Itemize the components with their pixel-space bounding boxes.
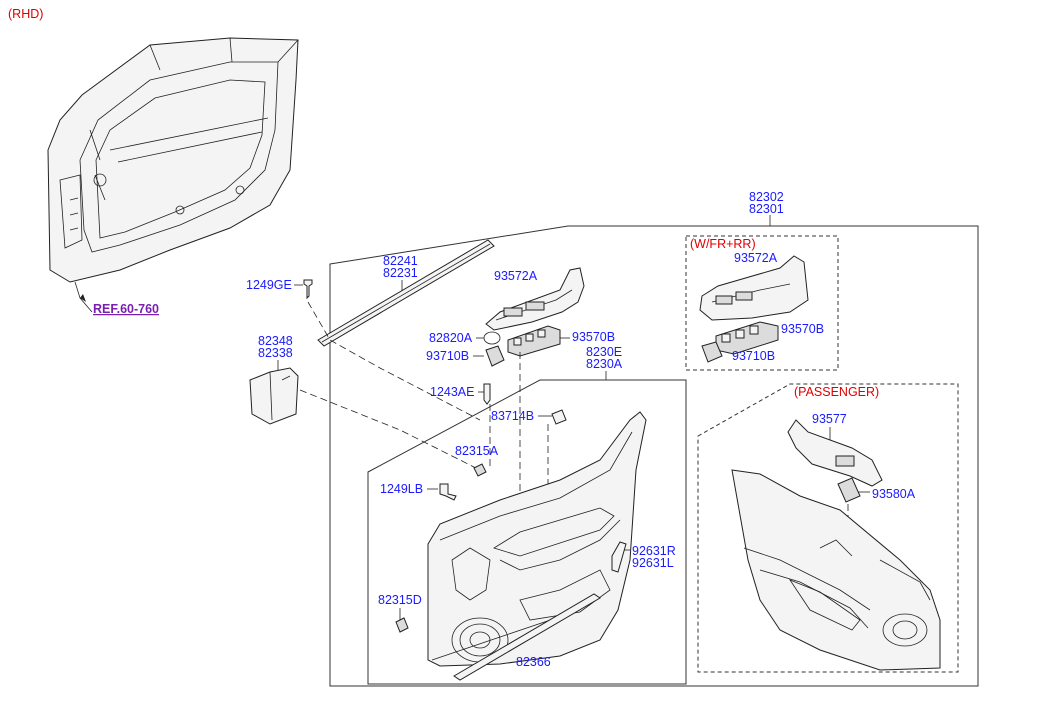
door-trim-assembly-box [329, 225, 979, 687]
screw-1243ae-part [483, 383, 491, 405]
window-switch-93580a-part [837, 477, 861, 503]
part-82315d-label: 82315D [378, 593, 422, 607]
option-wfrrr-label: (W/FR+RR) [690, 237, 756, 251]
ref-60-760-link[interactable]: REF.60-760 [93, 302, 159, 316]
part-92631l-label: 92631L [632, 556, 674, 570]
trim-panel-subassembly-box [367, 379, 687, 685]
part-93570b-label: 93570B [572, 330, 615, 344]
part-82820a-label: 82820A [429, 331, 473, 345]
part-93710b-option-label: 93710B [732, 349, 775, 363]
part-82315a-label: 82315A [455, 444, 499, 458]
part-82338-label: 82338 [258, 346, 293, 360]
part-1243ae-label: 1243AE [430, 385, 474, 399]
screw-1249ge-part [303, 279, 313, 300]
part-8230e-label: 8230E [586, 345, 622, 359]
option-passenger-box [697, 383, 959, 673]
option-passenger-label: (PASSENGER) [794, 385, 879, 399]
part-82231-label: 82231 [383, 266, 418, 280]
part-82241-label: 82241 [383, 254, 418, 268]
ring-82820a-part [483, 331, 501, 345]
part-93580a-label: 93580A [872, 487, 916, 501]
part-92631r-label: 92631R [632, 544, 676, 558]
mirror-switch-option-part [701, 341, 723, 363]
window-switch-93570b-part [507, 325, 561, 357]
part-82366-label: 82366 [516, 655, 551, 669]
part-1249lb-label: 1249LB [380, 482, 423, 496]
rhd-label: (RHD) [8, 7, 43, 21]
switch-panel-option-part [699, 255, 809, 321]
part-82302-label: 82302 [749, 190, 784, 204]
mirror-switch-93710b-part [485, 345, 505, 367]
part-93577-label: 93577 [812, 412, 847, 426]
part-83714b-label: 83714B [491, 409, 534, 423]
part-93572a-option-label: 93572A [734, 251, 778, 265]
bracket-82348-part [249, 367, 299, 425]
clip-82315a-part [473, 463, 487, 477]
part-93710b-label: 93710B [426, 349, 469, 363]
part-82301-label: 82301 [749, 202, 784, 216]
screw-1249lb-part [439, 483, 457, 501]
part-1249ge-label: 1249GE [246, 278, 292, 292]
part-93570b-option-label: 93570B [781, 322, 824, 336]
courtesy-lamp-92631r-part [611, 541, 627, 573]
trim-strip-82366-part [453, 593, 601, 681]
clip-83714b-part [551, 409, 567, 425]
clip-82315d-part [395, 617, 409, 633]
part-8230a-label: 8230A [586, 357, 623, 371]
part-82348-label: 82348 [258, 334, 293, 348]
door-frame-illustration [47, 37, 299, 313]
switch-panel-93577-part [787, 419, 883, 487]
option-wfrrr-box [685, 235, 839, 371]
passenger-door-panel-illustration [731, 469, 941, 671]
part-93572a-label: 93572A [494, 269, 538, 283]
